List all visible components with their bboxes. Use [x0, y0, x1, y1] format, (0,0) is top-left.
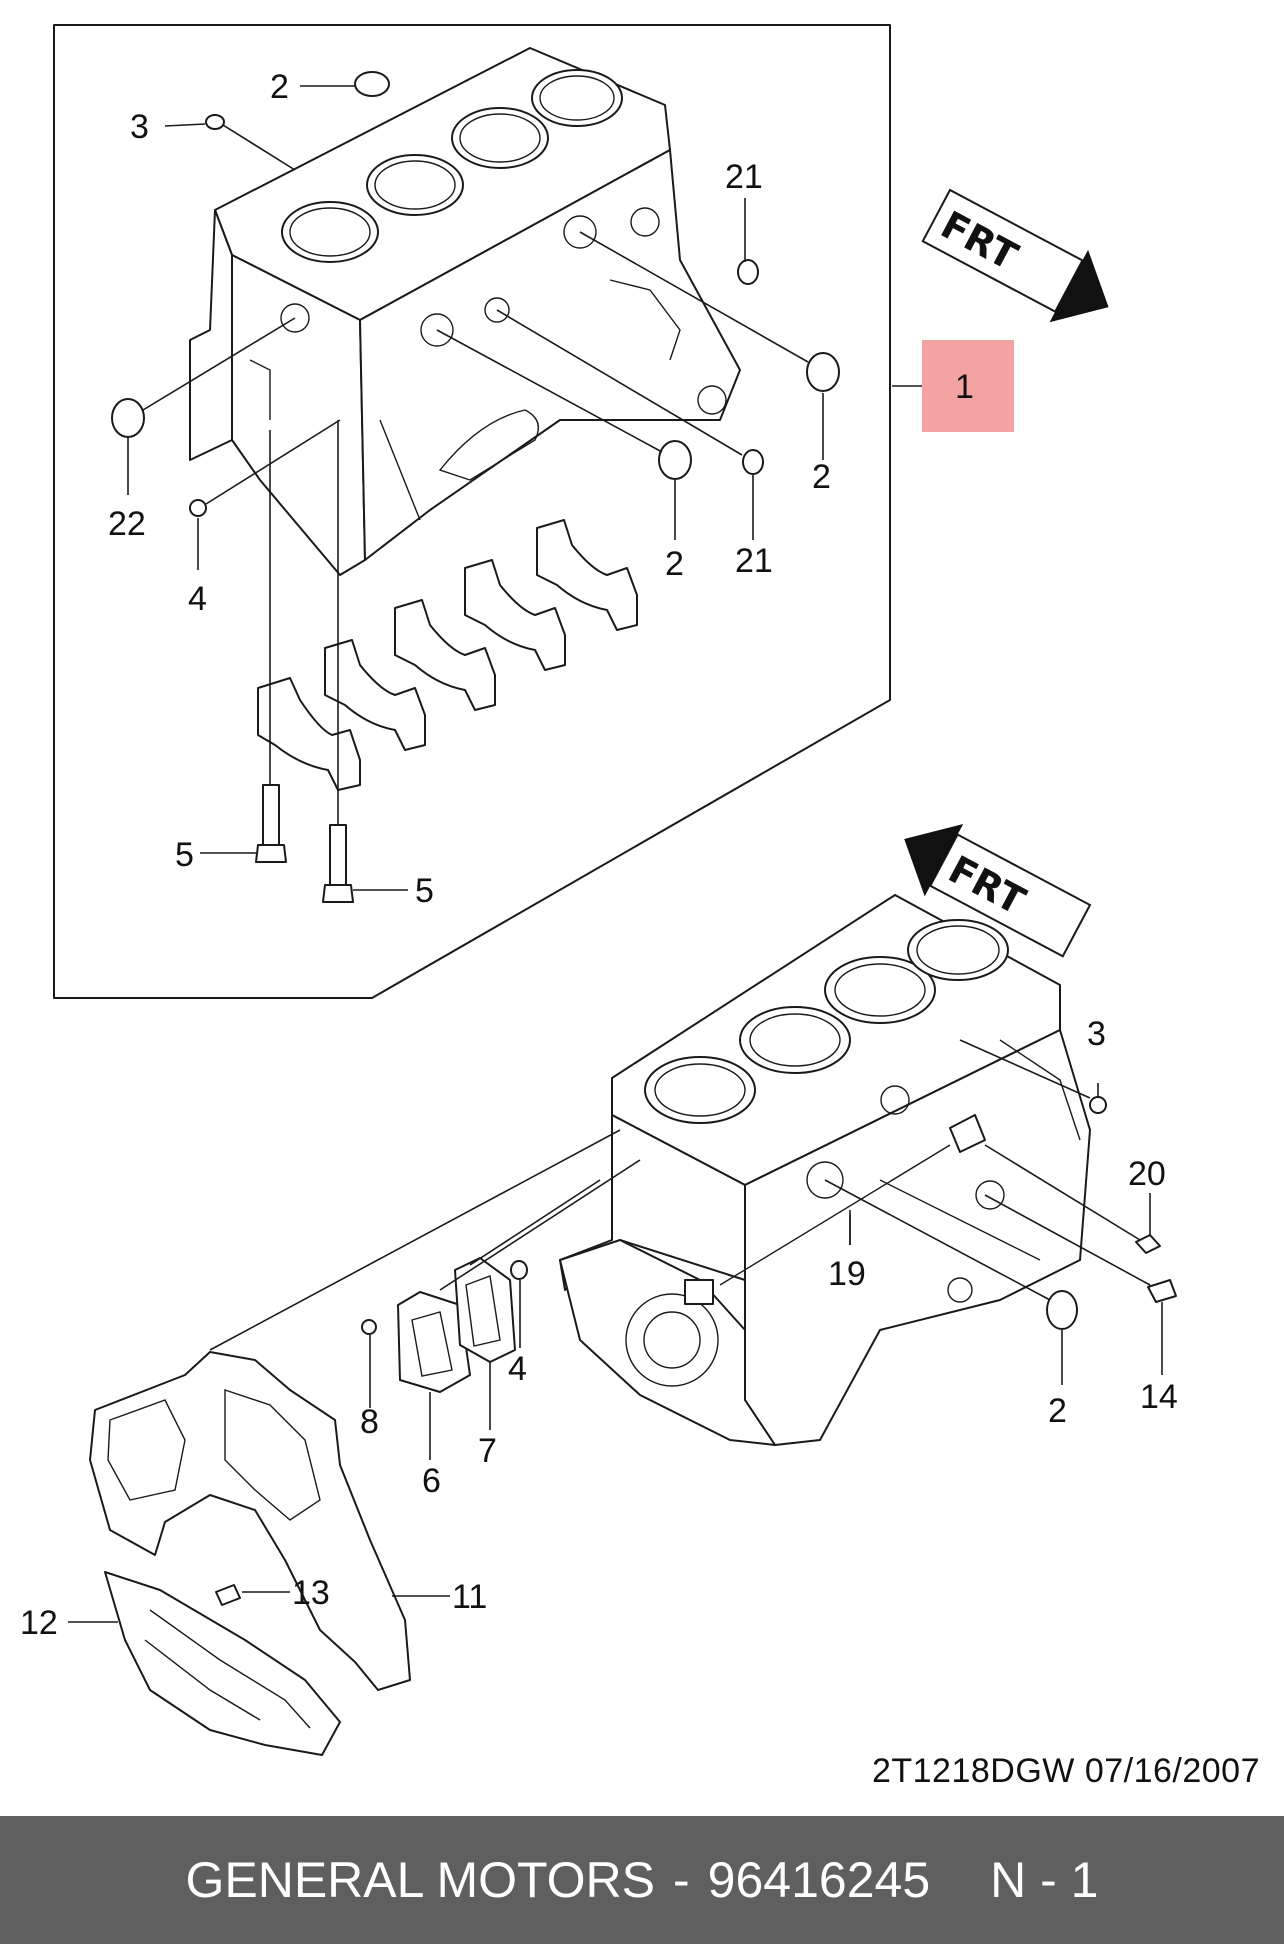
upper-cylinder-block [189, 47, 741, 576]
callout-2: 2 [665, 545, 684, 583]
callout-19: 19 [828, 1255, 866, 1293]
lower-small-parts [361, 1096, 1177, 1393]
callout-numbers: 2 3 21 1 22 4 2 21 2 5 5 3 20 19 4 14 2 … [20, 68, 1178, 1642]
callout-22: 22 [108, 505, 146, 543]
footer-bar: GENERAL MOTORS - 96416245 N - 1 [0, 1816, 1284, 1944]
assembly-highlight [922, 340, 1014, 432]
lower-cylinder-block [559, 894, 1091, 1446]
drawing-code: 2T1218DGW 07/16/2007 [871, 1752, 1260, 1790]
flywheel-shield [104, 1571, 341, 1756]
shield-bolt [215, 1584, 241, 1606]
callout-1: 1 [955, 368, 974, 406]
callout-2: 2 [270, 68, 289, 106]
callout-14: 14 [1140, 1378, 1178, 1416]
upper-small-parts [111, 71, 840, 517]
callout-21: 21 [735, 542, 773, 580]
callout-2: 2 [1048, 1392, 1067, 1430]
rear-plate [89, 1351, 411, 1691]
lower-leaders [68, 1039, 1163, 1623]
callout-4: 4 [188, 580, 207, 618]
callout-5: 5 [415, 872, 434, 910]
frt-arrow-icon [904, 823, 1092, 958]
callout-7: 7 [478, 1432, 497, 1470]
callout-11: 11 [452, 1578, 487, 1616]
callout-4: 4 [508, 1350, 527, 1388]
callout-2: 2 [812, 458, 831, 496]
frt-arrow-icon: FRT [921, 188, 1109, 323]
callout-3: 3 [130, 108, 149, 146]
callout-12: 12 [20, 1604, 58, 1642]
footer-dash: - [673, 1852, 690, 1908]
callout-8: 8 [360, 1403, 379, 1441]
exploded-parts-diagram: FRT [20, 24, 1178, 1756]
footer-brand: GENERAL MOTORS [185, 1852, 656, 1908]
footer-part-number: 96416245 [707, 1852, 931, 1908]
callout-5: 5 [175, 836, 194, 874]
footer-sheet: N - 1 [990, 1852, 1099, 1908]
upper-leaders [127, 85, 922, 891]
callout-21: 21 [725, 158, 763, 196]
callout-13: 13 [292, 1574, 330, 1612]
main-cap-bolts [255, 784, 354, 903]
callout-3: 3 [1087, 1015, 1106, 1053]
main-bearing-caps [257, 519, 638, 791]
callout-20: 20 [1128, 1155, 1166, 1193]
callout-6: 6 [422, 1462, 441, 1500]
assembly-frame [53, 24, 891, 999]
